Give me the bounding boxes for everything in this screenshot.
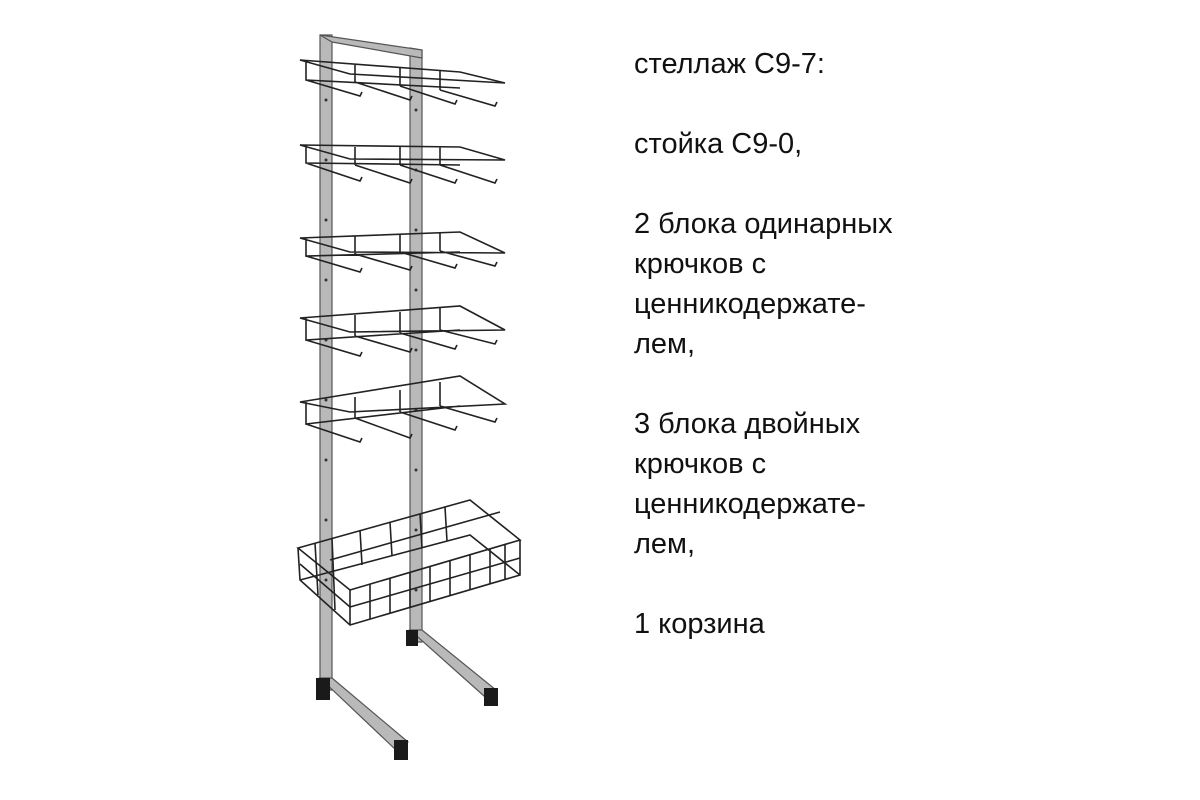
product-description: стеллаж С9-7: стойка С9-0, 2 блока одина… xyxy=(634,44,893,644)
component-single-hooks: 2 блока одинарных крючков с ценникодержа… xyxy=(634,208,893,360)
hook-blocks xyxy=(299,59,508,443)
rack-illustration xyxy=(296,34,522,760)
component-rack-post: стойка С9-0, xyxy=(634,128,803,160)
component-double-hooks: 3 блока двойных крючков с ценникодержате… xyxy=(634,408,866,560)
product-title: стеллаж С9-7: xyxy=(634,48,825,80)
basket xyxy=(296,499,522,626)
rack-frame xyxy=(316,34,498,760)
component-basket: 1 корзина xyxy=(634,608,765,640)
